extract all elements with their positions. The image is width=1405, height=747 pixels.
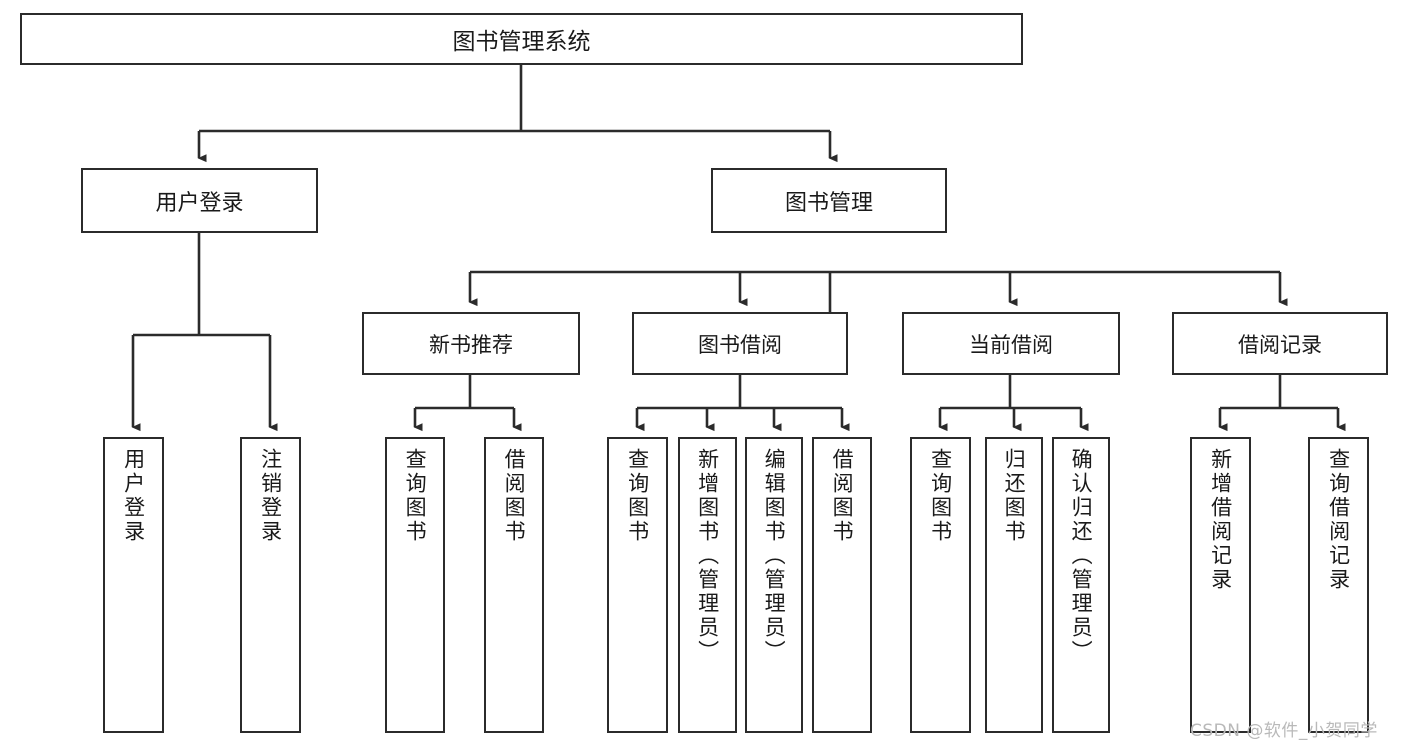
- leaf-return-book[interactable]: 归还图书: [985, 437, 1043, 733]
- leaf-user-login[interactable]: 用户登录: [103, 437, 164, 733]
- leaf-query-borrow-record-label: 查询借阅记录: [1326, 448, 1351, 592]
- leaf-query-book-recommend-label: 查询图书: [403, 448, 428, 544]
- node-borrow-records[interactable]: 借阅记录: [1172, 312, 1388, 375]
- node-root-label: 图书管理系统: [452, 29, 591, 55]
- leaf-edit-book-admin[interactable]: 编辑图书（管理员）: [745, 437, 803, 733]
- leaf-confirm-return-admin-label: 确认归还（管理员）: [1069, 448, 1094, 664]
- leaf-confirm-return-admin[interactable]: 确认归还（管理员）: [1052, 437, 1110, 733]
- watermark: CSDN @软件_小贺同学: [1190, 721, 1378, 741]
- leaf-add-borrow-record-label: 新增借阅记录: [1208, 448, 1233, 592]
- leaf-query-book-current[interactable]: 查询图书: [910, 437, 971, 733]
- leaf-add-book-admin[interactable]: 新增图书（管理员）: [678, 437, 737, 733]
- node-book-management-label: 图书管理: [784, 190, 873, 216]
- node-current-borrow[interactable]: 当前借阅: [902, 312, 1120, 375]
- leaf-query-book-borrow-label: 查询图书: [625, 448, 650, 544]
- node-book-borrow-label: 图书借阅: [698, 332, 782, 357]
- leaf-user-logout[interactable]: 注销登录: [240, 437, 301, 733]
- node-new-book-recommend[interactable]: 新书推荐: [362, 312, 580, 375]
- node-borrow-records-label: 借阅记录: [1238, 332, 1322, 357]
- leaf-query-borrow-record[interactable]: 查询借阅记录: [1308, 437, 1369, 733]
- node-book-management[interactable]: 图书管理: [711, 168, 947, 233]
- leaf-return-book-label: 归还图书: [1002, 448, 1027, 544]
- node-user-login[interactable]: 用户登录: [81, 168, 318, 233]
- leaf-query-book-borrow[interactable]: 查询图书: [607, 437, 668, 733]
- leaf-user-logout-label: 注销登录: [258, 448, 283, 544]
- leaf-query-book-recommend[interactable]: 查询图书: [385, 437, 445, 733]
- leaf-edit-book-admin-label: 编辑图书（管理员）: [762, 448, 787, 664]
- node-root[interactable]: 图书管理系统: [20, 13, 1023, 65]
- node-new-book-recommend-label: 新书推荐: [429, 332, 513, 357]
- node-user-login-label: 用户登录: [155, 190, 244, 216]
- leaf-borrow-book-label: 借阅图书: [830, 448, 855, 544]
- node-current-borrow-label: 当前借阅: [969, 332, 1053, 357]
- leaf-add-borrow-record[interactable]: 新增借阅记录: [1190, 437, 1251, 733]
- leaf-add-book-admin-label: 新增图书（管理员）: [695, 448, 720, 664]
- leaf-user-login-label: 用户登录: [121, 448, 146, 544]
- leaf-borrow-book[interactable]: 借阅图书: [812, 437, 872, 733]
- leaf-query-book-current-label: 查询图书: [928, 448, 953, 544]
- node-book-borrow[interactable]: 图书借阅: [632, 312, 848, 375]
- leaf-borrow-book-recommend[interactable]: 借阅图书: [484, 437, 544, 733]
- leaf-borrow-book-recommend-label: 借阅图书: [502, 448, 527, 544]
